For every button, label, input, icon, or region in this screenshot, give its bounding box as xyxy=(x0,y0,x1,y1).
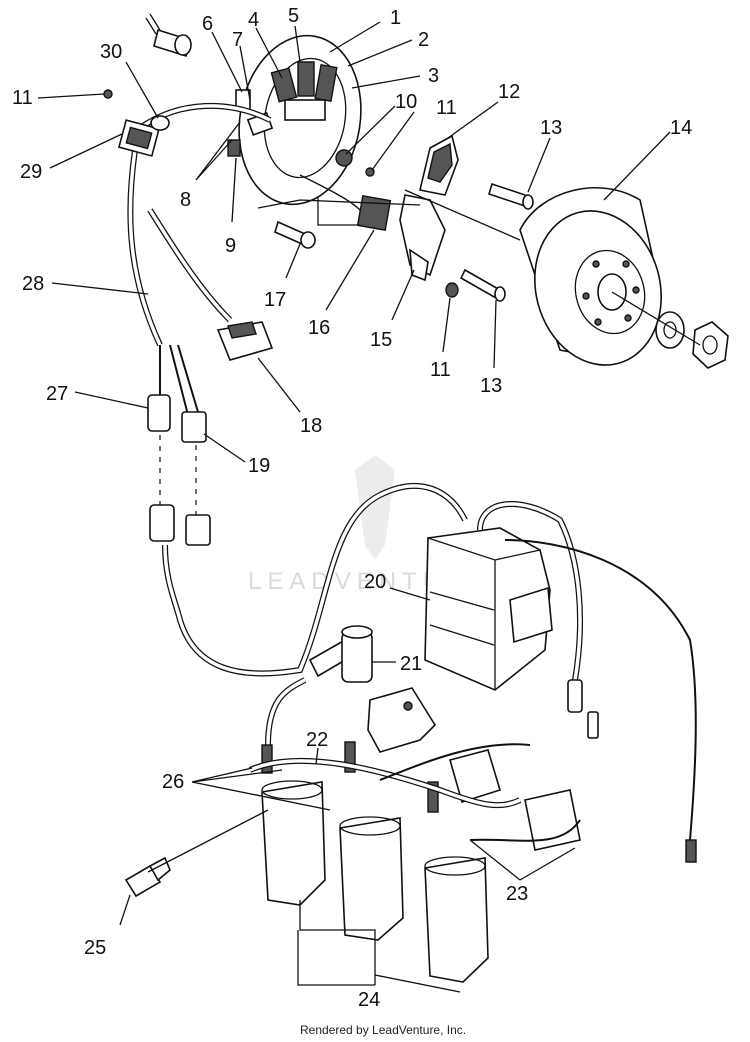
label-27: 27 xyxy=(46,383,68,405)
label-23: 23 xyxy=(506,883,528,905)
coil-brackets xyxy=(367,687,581,851)
pickup-coils xyxy=(299,134,459,282)
ignition-coils xyxy=(248,741,581,983)
label-3: 3 xyxy=(428,65,439,87)
label-11-top: 11 xyxy=(436,97,457,119)
label-10: 10 xyxy=(395,91,417,113)
stator-assembly xyxy=(145,13,362,206)
label-26: 26 xyxy=(162,771,184,793)
label-11-bottom: 11 xyxy=(430,359,451,381)
label-2: 2 xyxy=(418,29,429,51)
label-15: 15 xyxy=(370,329,392,351)
label-20: 20 xyxy=(364,571,386,593)
leader-axes xyxy=(257,189,521,241)
label-5: 5 xyxy=(288,5,299,27)
label-28: 28 xyxy=(22,273,44,295)
mounting-bolt xyxy=(124,856,171,898)
label-16: 16 xyxy=(308,317,330,339)
label-18: 18 xyxy=(300,415,322,437)
label-21: 21 xyxy=(400,653,422,675)
label-25: 25 xyxy=(84,937,106,959)
label-13-top: 13 xyxy=(540,117,562,139)
label-14: 14 xyxy=(670,117,692,139)
label-11-left: 11 xyxy=(12,87,33,109)
label-24: 24 xyxy=(358,989,380,1011)
render-credit: Rendered by LeadVenture, Inc. xyxy=(300,1023,466,1037)
label-4: 4 xyxy=(248,9,259,31)
label-17: 17 xyxy=(264,289,286,311)
leader-lines xyxy=(37,21,671,993)
label-8: 8 xyxy=(180,189,191,211)
flywheel xyxy=(519,187,729,369)
label-30: 30 xyxy=(100,41,122,63)
stator-harness xyxy=(117,102,272,347)
label-1: 1 xyxy=(390,7,401,29)
kill-switch xyxy=(216,321,274,361)
label-19: 19 xyxy=(248,455,270,477)
label-22: 22 xyxy=(306,729,328,751)
part-labels: 1 2 3 4 5 6 7 8 9 10 11 11 11 12 13 13 1… xyxy=(12,5,692,1011)
label-7: 7 xyxy=(232,29,243,51)
label-6: 6 xyxy=(202,13,213,35)
label-13-bottom: 13 xyxy=(480,375,502,397)
label-29: 29 xyxy=(20,161,42,183)
screws xyxy=(103,89,534,302)
spark-plug-cap xyxy=(265,625,373,746)
cdi-module xyxy=(424,501,697,863)
harness-connectors xyxy=(147,344,468,677)
label-12: 12 xyxy=(498,81,520,103)
label-9: 9 xyxy=(225,235,236,257)
